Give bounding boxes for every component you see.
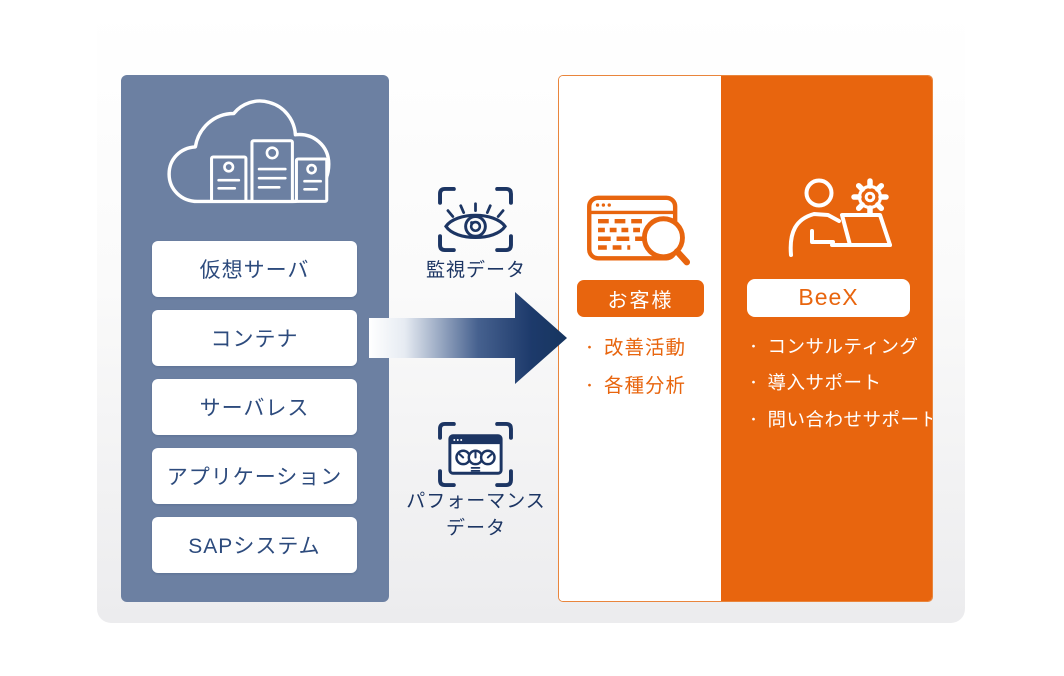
source-items-list: 仮想サーバ コンテナ サーバレス アプリケーション SAPシステム: [152, 241, 357, 573]
cloud-servers-icon: [167, 99, 331, 204]
performance-data-label: パフォーマンス データ: [406, 491, 546, 539]
bullet-dot: ・: [747, 411, 761, 427]
beex-panel: BeeX ・コンサルティング ・導入サポート ・問い合わせサポート: [721, 76, 933, 601]
source-item-application: アプリケーション: [152, 448, 357, 504]
source-item-virtual-server: 仮想サーバ: [152, 241, 357, 297]
customer-title-badge: お客様: [577, 280, 704, 317]
monitoring-data-label: 監視データ: [425, 260, 526, 281]
bullet-dot: ・: [747, 375, 761, 390]
customer-bullet-item: ・改善活動: [583, 337, 687, 359]
customer-bullet-list: ・改善活動 ・各種分析: [583, 329, 686, 405]
customer-panel: お客様 ・改善活動 ・各種分析: [559, 76, 721, 601]
customer-beex-group: お客様 ・改善活動 ・各種分析: [558, 75, 933, 602]
source-item-sap-system: SAPシステム: [152, 517, 357, 573]
cloud-sources-panel: 仮想サーバ コンテナ サーバレス アプリケーション SAPシステム: [121, 75, 389, 602]
source-item-container: コンテナ: [152, 310, 357, 366]
data-flow-arrow: [369, 292, 567, 384]
source-item-serverless: サーバレス: [152, 379, 357, 435]
bullet-dot: ・: [747, 338, 761, 354]
eye-monitoring-icon: [438, 186, 513, 253]
bullet-dot: ・: [583, 340, 598, 355]
beex-bullet-list: ・コンサルティング ・導入サポート ・問い合わせサポート: [747, 329, 933, 439]
bullet-dot: ・: [583, 378, 598, 393]
beex-title-badge: BeeX: [747, 278, 910, 317]
customer-bullet-item: ・各種分析: [583, 375, 687, 397]
analysis-browser-magnifier-icon: [587, 195, 691, 266]
consultant-laptop-gear-icon: [788, 177, 892, 257]
performance-dashboard-icon: [438, 421, 513, 488]
beex-bullet-item: ・コンサルティング: [747, 335, 919, 357]
beex-bullet-item: ・問い合わせサポート: [747, 408, 933, 430]
beex-bullet-item: ・導入サポート: [747, 372, 882, 393]
